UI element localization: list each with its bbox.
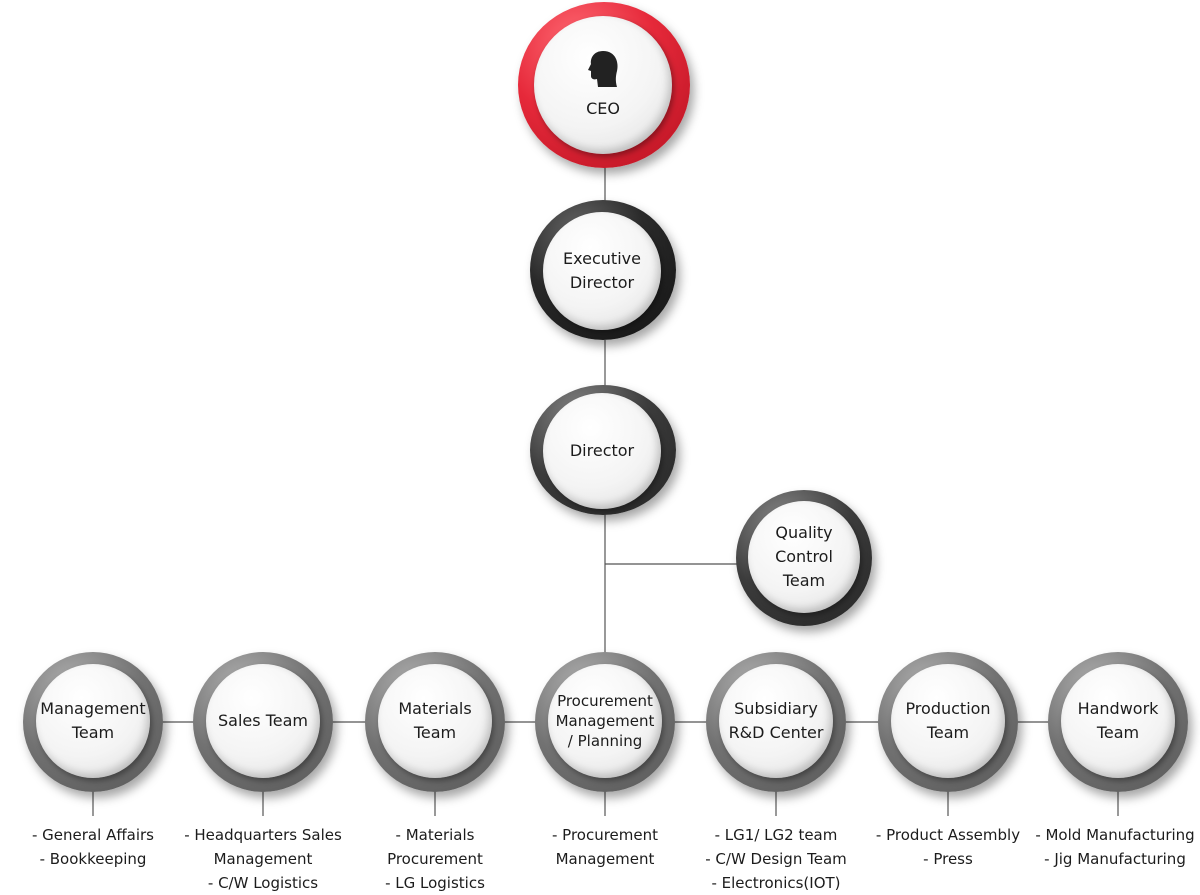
- team-label: Sales Team: [218, 711, 308, 730]
- team-label: Procurement Management / Planning: [555, 692, 655, 750]
- ceo-node: CEO: [518, 2, 690, 168]
- team-label: Management Team: [40, 699, 146, 742]
- person-head-icon: [588, 51, 618, 87]
- duty-item: - LG Logistics: [385, 874, 485, 892]
- team-node-6: Handwork Team: [1048, 652, 1188, 792]
- director-label: Director: [569, 441, 635, 460]
- duty-item: Management: [213, 850, 313, 868]
- duty-item: - Press: [923, 850, 973, 868]
- duty-item: - Headquarters Sales: [184, 826, 342, 844]
- quality-control-label: Quality Control Team: [775, 523, 833, 590]
- duty-item: - Electronics(IOT): [711, 874, 841, 892]
- duty-item: - LG1/ LG2 team: [714, 826, 838, 844]
- duty-item: - Materials: [395, 826, 475, 844]
- team-node-0: Management Team: [23, 652, 163, 792]
- duty-list: - LG1/ LG2 team - C/W Design Team - Electr…: [691, 823, 861, 895]
- executive-director-node: Executive Director: [530, 200, 676, 340]
- team-node-4: Subsidiary R&D Center: [706, 652, 846, 792]
- duty-item: Management: [555, 850, 655, 868]
- duty-item: - General Affairs: [32, 826, 154, 844]
- duty-item: - Procurement: [551, 826, 659, 844]
- team-node-inner: Production Team: [891, 664, 1005, 778]
- team-node-inner: Materials Team: [378, 664, 492, 778]
- team-node-inner: Management Team: [36, 664, 150, 778]
- duty-list: - Mold Manufacturing - Jig Manufacturing: [1030, 823, 1200, 871]
- duty-item: - C/W Design Team: [705, 850, 847, 868]
- team-label: Production Team: [905, 699, 991, 742]
- duty-connectors: [92, 790, 1119, 816]
- team-node-inner: Procurement Management / Planning: [548, 664, 662, 778]
- team-label: Materials Team: [398, 699, 472, 742]
- duty-item: - C/W Logistics: [207, 874, 319, 892]
- team-label: Subsidiary R&D Center: [728, 699, 824, 742]
- duty-list: - General Affairs - Bookkeeping: [8, 823, 178, 871]
- team-node-inner: Sales Team: [206, 664, 320, 778]
- team-node-inner: Subsidiary R&D Center: [719, 664, 833, 778]
- duty-item: - Bookkeeping: [39, 850, 147, 868]
- duty-item: - Jig Manufacturing: [1044, 850, 1186, 868]
- team-node-5: Production Team: [878, 652, 1018, 792]
- executive-director-label: Executive Director: [563, 249, 641, 292]
- ceo-label: CEO: [586, 99, 620, 118]
- duty-item: Procurement: [387, 850, 483, 868]
- quality-control-node: Quality Control Team: [736, 490, 872, 626]
- team-node-inner: Handwork Team: [1061, 664, 1175, 778]
- team-node-1: Sales Team: [193, 652, 333, 792]
- duty-item: - Mold Manufacturing: [1035, 826, 1195, 844]
- duty-item: - Product Assembly: [875, 826, 1021, 844]
- director-node: Director: [530, 385, 676, 515]
- team-node-2: Materials Team: [365, 652, 505, 792]
- team-node-3: Procurement Management / Planning: [535, 652, 675, 792]
- team-label: Handwork Team: [1077, 699, 1159, 742]
- duty-list: - Product Assembly - Press: [863, 823, 1033, 871]
